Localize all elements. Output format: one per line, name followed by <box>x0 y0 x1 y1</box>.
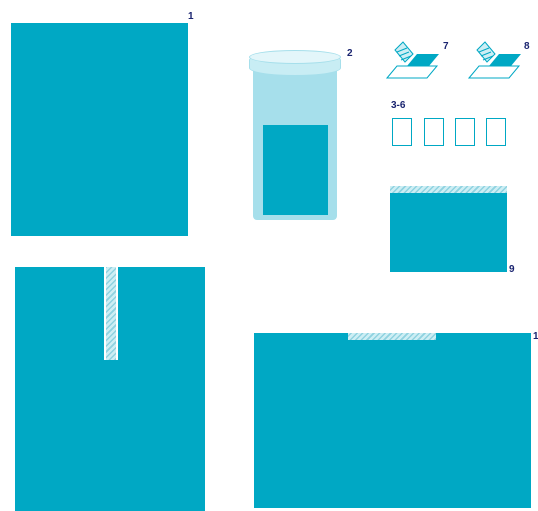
drape-large-adhesive-strip <box>348 333 436 340</box>
drape-large <box>254 333 531 508</box>
item-7-number: 7 <box>443 42 449 52</box>
small-drape-4 <box>424 118 444 146</box>
drape-9-adhesive-strip <box>390 186 507 193</box>
item-2-number: 2 <box>347 49 353 59</box>
small-drape-3 <box>392 118 412 146</box>
jar-content <box>263 125 328 215</box>
tape-8-icon <box>465 40 525 80</box>
drape-1 <box>11 23 188 236</box>
tape-7-icon <box>383 40 443 80</box>
item-1-number: 1 <box>188 12 194 22</box>
small-drape-5 <box>455 118 475 146</box>
jar-lid-top <box>249 50 341 64</box>
drape-split-adhesive <box>106 267 116 360</box>
item-8-number: 8 <box>524 42 530 52</box>
small-drape-6 <box>486 118 506 146</box>
drape-9 <box>390 186 507 272</box>
item-3-6-number: 3-6 <box>391 101 405 111</box>
jar-2 <box>249 50 341 220</box>
item-9-number: 9 <box>509 265 515 275</box>
item-large-number: 1 <box>533 332 538 342</box>
